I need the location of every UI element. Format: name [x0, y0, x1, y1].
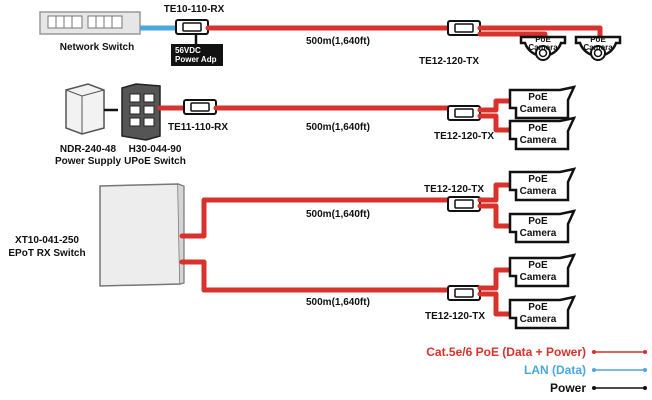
te11-label: TE11-110-RX: [168, 122, 228, 133]
cam-label-poe: PoE: [528, 123, 548, 134]
poe-cable-cam-r2a: [477, 98, 515, 113]
poe-cable-row3a: [179, 197, 453, 239]
poe-cable-cam-r3d: [477, 291, 515, 317]
network-switch-label: Network Switch: [60, 42, 134, 53]
poe-cable-cam-r3a: [477, 182, 515, 203]
adapter-label-2: Power Adp: [175, 55, 217, 64]
cam-label-camera: Camera: [583, 43, 613, 52]
cam-label-camera: Camera: [520, 228, 557, 239]
cam-label-camera: Camera: [520, 272, 557, 283]
poe-cable-cam-r3b: [477, 203, 515, 229]
poe-cable-cam-r2b: [477, 113, 515, 133]
legend-power-label: Power: [550, 381, 586, 395]
poe-cable-cam-r3c: [477, 267, 515, 291]
cam-label-poe: PoE: [528, 174, 548, 185]
cam-label-poe: PoE: [535, 35, 551, 44]
power-supply-device: [65, 83, 105, 135]
legend-lan-label: LAN (Data): [524, 363, 586, 377]
te12-label-row1: TE12-120-TX: [419, 56, 479, 67]
cam-label-poe: PoE: [528, 260, 548, 271]
upoe-switch-label-1: H30-044-90: [129, 144, 182, 155]
te12-extender-row1: [447, 20, 481, 36]
cam-label-poe: PoE: [528, 92, 548, 103]
cam-label-camera: Camera: [528, 43, 558, 52]
cam-label-camera: Camera: [520, 314, 557, 325]
cam-label-camera: Camera: [520, 104, 557, 115]
te12-label-row3b: TE12-120-TX: [425, 311, 485, 322]
distance-label-row1: 500m(1,640ft): [306, 36, 370, 47]
te12-label-row2: TE12-120-TX: [434, 131, 494, 142]
te12-extender-row3a: [447, 196, 481, 212]
poe-cable-row3b: [179, 259, 453, 293]
upoe-switch-label-2: UPoE Switch: [124, 156, 186, 167]
epot-switch-device: [99, 183, 185, 287]
te12-extender-row3b: [447, 285, 481, 301]
distance-label-row2: 500m(1,640ft): [306, 122, 370, 133]
te11-extender: [183, 99, 217, 115]
te12-label-row3a: TE12-120-TX: [424, 184, 484, 195]
te12-extender-row2: [447, 105, 481, 121]
power-supply-label-2: Power Supply: [55, 156, 122, 167]
cam-label-poe: PoE: [528, 216, 548, 227]
upoe-switch-device: [121, 83, 161, 141]
distance-label-row3b: 500m(1,640ft): [306, 297, 370, 308]
adapter-label-1: 56VDC: [175, 46, 201, 55]
power-adapter: [171, 44, 223, 66]
te10-label: TE10-110-RX: [164, 4, 225, 15]
te10-extender: [175, 19, 209, 35]
legend-poe-label: Cat.5e/6 PoE (Data + Power): [426, 345, 586, 359]
distance-label-row3a: 500m(1,640ft): [306, 209, 370, 220]
cam-label-poe: PoE: [528, 302, 548, 313]
network-switch-device: [39, 11, 141, 35]
cam-label-poe: PoE: [590, 35, 606, 44]
epot-switch-label-2: EPoT RX Switch: [8, 248, 85, 259]
cam-label-camera: Camera: [520, 186, 557, 197]
epot-switch-label-1: XT10-041-250: [15, 235, 79, 246]
power-supply-label-1: NDR-240-48: [60, 144, 117, 155]
cam-label-camera: Camera: [520, 135, 557, 146]
legend: Cat.5e/6 PoE (Data + Power) LAN (Data) P…: [426, 345, 647, 395]
